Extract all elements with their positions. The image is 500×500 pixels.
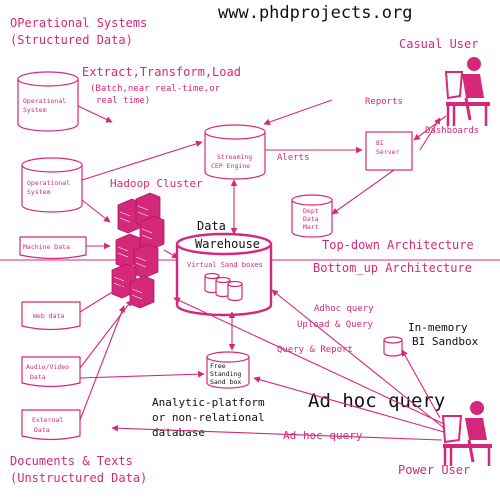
analytic-platform-label-2: or non-relational xyxy=(152,411,265,424)
svg-text:Data: Data xyxy=(30,373,46,381)
etl-subtitle-2: real time) xyxy=(96,96,150,106)
bi-server-box: BI Server xyxy=(365,131,413,171)
svg-text:CEP Engine: CEP Engine xyxy=(211,162,250,170)
operational-system-1-cylinder: Operational System xyxy=(17,71,79,132)
upload-query-label: Upload & Query xyxy=(297,320,373,330)
operational-system-1-label-a: Operational xyxy=(23,97,66,105)
svg-text:Web data: Web data xyxy=(33,312,64,320)
svg-text:Server: Server xyxy=(376,148,400,156)
svg-text:External: External xyxy=(32,416,63,424)
top-down-label: Top-down Architecture xyxy=(322,238,474,252)
operational-system-2-label-a: Operational xyxy=(27,179,70,187)
flow-arrows xyxy=(77,99,447,441)
streaming-cep-engine-cylinder: Streaming CEP Engine xyxy=(204,124,266,180)
operational-system-2-label-b: System xyxy=(27,188,51,196)
etl-title: Extract,Transform,Load xyxy=(82,65,241,79)
dashboards-label: Dashboards xyxy=(425,126,479,136)
svg-text:Machine Data: Machine Data xyxy=(23,243,70,251)
svg-text:Mart: Mart xyxy=(303,223,319,231)
bottom-up-label: Bottom_up Architecture xyxy=(313,261,472,275)
operational-system-1-label-b: System xyxy=(23,106,47,114)
svg-text:Data: Data xyxy=(303,215,319,223)
external-data-box: External Data xyxy=(21,409,81,441)
in-memory-sandbox-cylinder xyxy=(383,336,403,357)
alerts-label: Alerts xyxy=(277,153,310,163)
unstructured-data-subtitle: (Unstructured Data) xyxy=(10,471,147,485)
query-report-label: Query & Report xyxy=(277,345,353,355)
warehouse-label-warehouse: Warehouse xyxy=(195,237,260,251)
analytic-platform-label-1: Analytic-platform xyxy=(152,396,265,409)
watermark: www.phdprojects.org xyxy=(218,3,412,23)
machine-data-box: Machine Data xyxy=(19,236,87,260)
free-standing-sandbox-cylinder: Free Standing Sand box xyxy=(206,351,250,389)
operational-system-2-cylinder: Operational System xyxy=(21,157,83,213)
dept-data-mart-cylinder: Dept Data Mart xyxy=(291,194,333,238)
virtual-sandbox-disks xyxy=(204,272,243,302)
hadoop-cluster-servers xyxy=(111,192,165,309)
hadoop-cluster-label: Hadoop Cluster xyxy=(110,177,203,190)
adhoc-query-big-label: Ad hoc query xyxy=(308,390,445,412)
audio-video-data-box: Audio/Video Data xyxy=(21,356,81,388)
reports-label: Reports xyxy=(365,97,403,107)
web-data-box: Web data xyxy=(21,301,81,331)
analytic-platform-label-3: database xyxy=(152,426,205,439)
svg-text:Sand box: Sand box xyxy=(210,378,241,386)
power-user-icon xyxy=(441,401,492,466)
adhoc-query-label: Adhoc query xyxy=(314,304,374,314)
svg-text:Standing: Standing xyxy=(210,370,241,378)
documents-title: Documents & Texts xyxy=(10,454,133,468)
svg-text:BI: BI xyxy=(376,139,384,147)
power-user-label: Power User xyxy=(398,463,470,477)
structured-data-subtitle: (Structured Data) xyxy=(10,33,133,47)
etl-subtitle-1: (Batch,near real-time,or xyxy=(90,84,221,94)
svg-text:Free: Free xyxy=(210,362,226,370)
data-warehouse-cylinder: Warehouse Virtual Sand boxes xyxy=(175,232,273,317)
virtual-sandboxes-label: Virtual Sand boxes xyxy=(187,261,263,269)
svg-text:Data: Data xyxy=(34,426,50,434)
casual-user-icon xyxy=(444,57,490,126)
in-memory-label-1: In-memory xyxy=(408,321,468,334)
in-memory-label-2: BI Sandbox xyxy=(412,335,479,348)
operational-systems-title: OPerational Systems xyxy=(10,16,147,30)
svg-text:Dept: Dept xyxy=(303,207,319,215)
svg-text:Audio/Video: Audio/Video xyxy=(26,363,69,371)
warehouse-label-data: Data xyxy=(197,219,226,233)
svg-text:Streaming: Streaming xyxy=(217,153,252,161)
casual-user-label: Casual User xyxy=(399,37,478,51)
